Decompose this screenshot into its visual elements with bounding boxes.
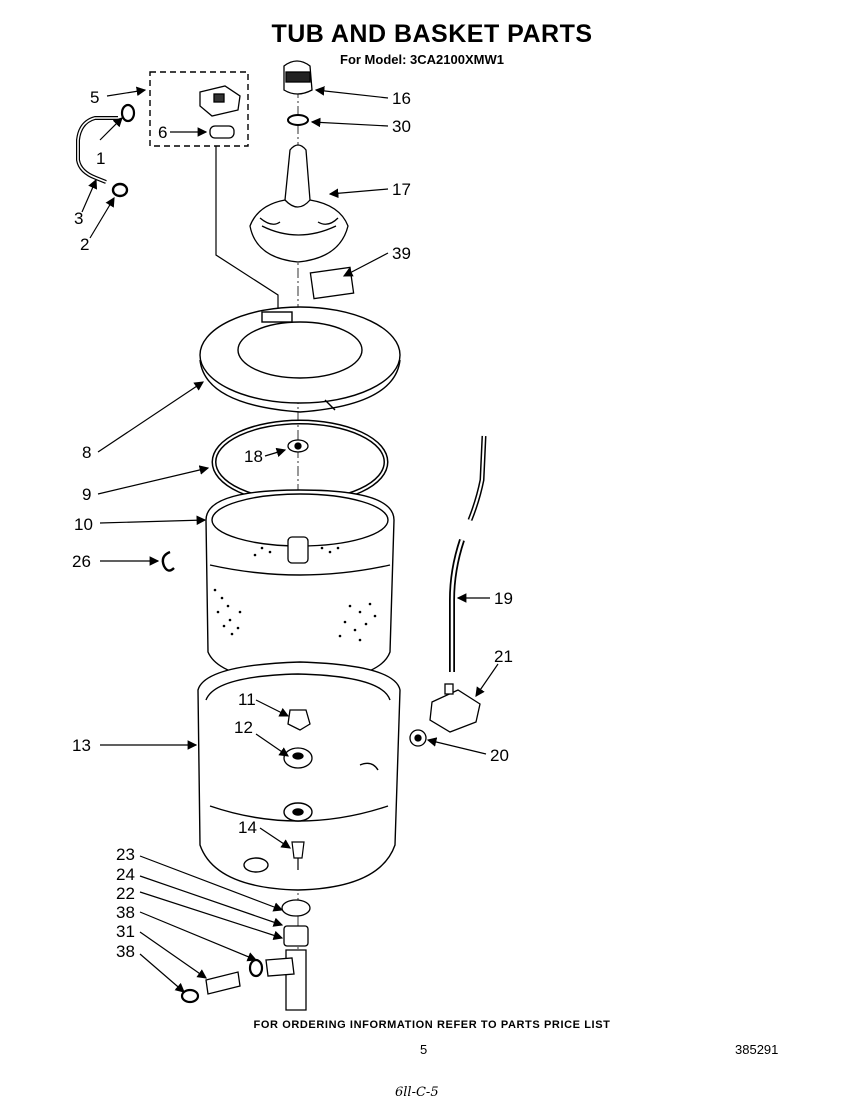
model-subtitle: For Model: 3CA2100XMW1 bbox=[340, 52, 504, 67]
callout-6: 6 bbox=[158, 123, 167, 142]
part-14-fitting bbox=[291, 841, 305, 870]
callout-3: 3 bbox=[74, 209, 83, 228]
callout-17: 17 bbox=[392, 180, 411, 199]
document-number: 385291 bbox=[735, 1042, 779, 1057]
part-8-tub-ring bbox=[199, 306, 401, 413]
part-19-hose bbox=[449, 435, 487, 672]
part-21-pump-bracket bbox=[429, 683, 481, 733]
callout-38-lower: 38 bbox=[116, 942, 135, 961]
leader-box-to-ring bbox=[215, 146, 279, 318]
callout-11: 11 bbox=[238, 690, 256, 709]
part-39-plate bbox=[309, 266, 355, 300]
callout-39: 39 bbox=[392, 244, 411, 263]
basket-hub bbox=[287, 536, 309, 564]
callout-10: 10 bbox=[74, 515, 93, 534]
page-number: 5 bbox=[420, 1042, 428, 1057]
hose-kit-dashed-box bbox=[149, 71, 249, 147]
part-5-valve bbox=[199, 85, 241, 117]
part-10-basket bbox=[205, 489, 395, 683]
callout-26: 26 bbox=[72, 552, 91, 571]
part-2-clamp bbox=[111, 182, 129, 198]
callout-23: 23 bbox=[116, 845, 135, 864]
handwritten-note: 6ll-C-5 bbox=[395, 1085, 439, 1100]
basket-perforations bbox=[213, 546, 377, 642]
callout-9: 9 bbox=[82, 485, 91, 504]
callout-38-upper: 38 bbox=[116, 903, 135, 922]
callout-30: 30 bbox=[392, 117, 411, 136]
callout-1: 1 bbox=[96, 149, 105, 168]
part-26-clip bbox=[161, 550, 175, 572]
callout-14: 14 bbox=[238, 818, 257, 837]
part-13-outer-tub bbox=[197, 661, 401, 891]
part-20-coupling bbox=[409, 729, 427, 747]
callout-19: 19 bbox=[494, 589, 513, 608]
page-title: TUB AND BASKET PARTS bbox=[271, 20, 593, 48]
callout-13: 13 bbox=[72, 736, 91, 755]
callout-8: 8 bbox=[82, 443, 91, 462]
part-30-washer bbox=[287, 114, 309, 126]
callout-24: 24 bbox=[116, 865, 135, 884]
part-12-seal bbox=[283, 747, 313, 769]
callout-5: 5 bbox=[90, 88, 99, 107]
callout-16: 16 bbox=[392, 89, 411, 108]
callout-18: 18 bbox=[244, 447, 263, 466]
callout-22: 22 bbox=[116, 884, 135, 903]
part-1-washer bbox=[120, 103, 136, 123]
callout-20: 20 bbox=[490, 746, 509, 765]
part-18-nut bbox=[287, 439, 309, 453]
drain-assembly bbox=[180, 899, 311, 1011]
part-6-seal bbox=[209, 125, 235, 139]
callout-2: 2 bbox=[80, 235, 89, 254]
callout-21: 21 bbox=[494, 647, 513, 666]
callout-31: 31 bbox=[116, 922, 135, 941]
part-16-agitator-cap bbox=[283, 60, 313, 95]
part-11-bearing bbox=[287, 709, 311, 731]
ordering-info-note: FOR ORDERING INFORMATION REFER TO PARTS … bbox=[253, 1019, 611, 1031]
callout-leaders bbox=[81, 86, 499, 993]
callout-12: 12 bbox=[234, 718, 253, 737]
part-17-agitator bbox=[249, 144, 349, 263]
